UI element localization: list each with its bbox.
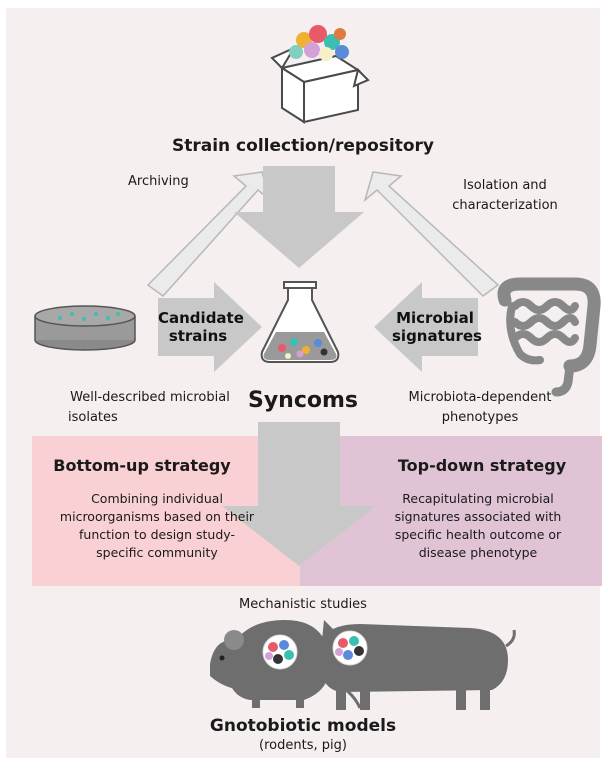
bottom-up-line2: microorganisms based on their <box>59 509 255 524</box>
phenotypes-caption-line1: Microbiota-dependent <box>408 390 552 405</box>
intestine-icon <box>497 277 601 397</box>
microbial-signatures-line2: signatures <box>392 327 482 345</box>
microbial-signatures-line1: Microbial <box>396 309 474 327</box>
top-down-line2: signatures associated with <box>394 509 562 524</box>
mechanistic-studies-label: Mechanistic studies <box>239 597 367 612</box>
top-down-title: Top-down strategy <box>397 456 567 475</box>
isolation-label-line1: Isolation and <box>463 178 547 193</box>
pig-icon <box>318 620 516 710</box>
top-down-line4: disease phenotype <box>418 545 538 560</box>
phenotypes-caption-line2: phenotypes <box>441 410 519 425</box>
petri-dish-icon <box>34 305 136 351</box>
bottom-up-description: Combining individual microorganisms base… <box>32 490 282 562</box>
candidate-strains-line1: Candidate <box>158 309 244 327</box>
candidate-strains-label: Candidate strains <box>158 309 244 345</box>
down-arrow-top <box>234 166 364 268</box>
phenotypes-caption: Microbiota-dependent phenotypes <box>400 388 560 428</box>
isolates-caption-line2: isolates <box>68 410 118 425</box>
flask-icon <box>260 281 340 363</box>
bottom-up-line3: function to design study- <box>79 527 235 542</box>
candidate-strains-line2: strains <box>168 327 228 345</box>
isolates-caption-line1: Well-described microbial <box>70 390 230 405</box>
top-down-line1: Recapitulating microbial <box>402 491 554 506</box>
mouse-icon <box>210 620 362 709</box>
isolation-label: Isolation and characterization <box>430 176 580 216</box>
bottom-up-line4: specific community <box>96 545 218 560</box>
top-down-description: Recapitulating microbial signatures asso… <box>360 490 596 562</box>
gnotobiotic-subtitle: (rodents, pig) <box>259 738 347 753</box>
bottom-up-title: Bottom-up strategy <box>53 456 231 475</box>
top-down-line3: specific health outcome or <box>394 527 562 542</box>
down-arrow-bottom <box>222 422 376 566</box>
isolation-arrow <box>363 171 500 297</box>
gnotobiotic-title: Gnotobiotic models <box>209 716 397 736</box>
archiving-label: Archiving <box>128 174 189 189</box>
microbial-signatures-label: Microbial signatures <box>392 309 482 345</box>
isolation-label-line2: characterization <box>452 198 558 213</box>
isolates-caption: Well-described microbial isolates <box>60 388 240 428</box>
archiving-arrow <box>146 171 272 298</box>
box-of-microbes-icon <box>270 25 370 124</box>
repository-title: Strain collection/repository <box>171 136 434 156</box>
syncoms-title: Syncoms <box>247 388 359 413</box>
microbial-signatures-arrow <box>374 282 478 372</box>
candidate-strains-arrow <box>158 282 262 372</box>
bottom-up-line1: Combining individual <box>91 491 223 506</box>
